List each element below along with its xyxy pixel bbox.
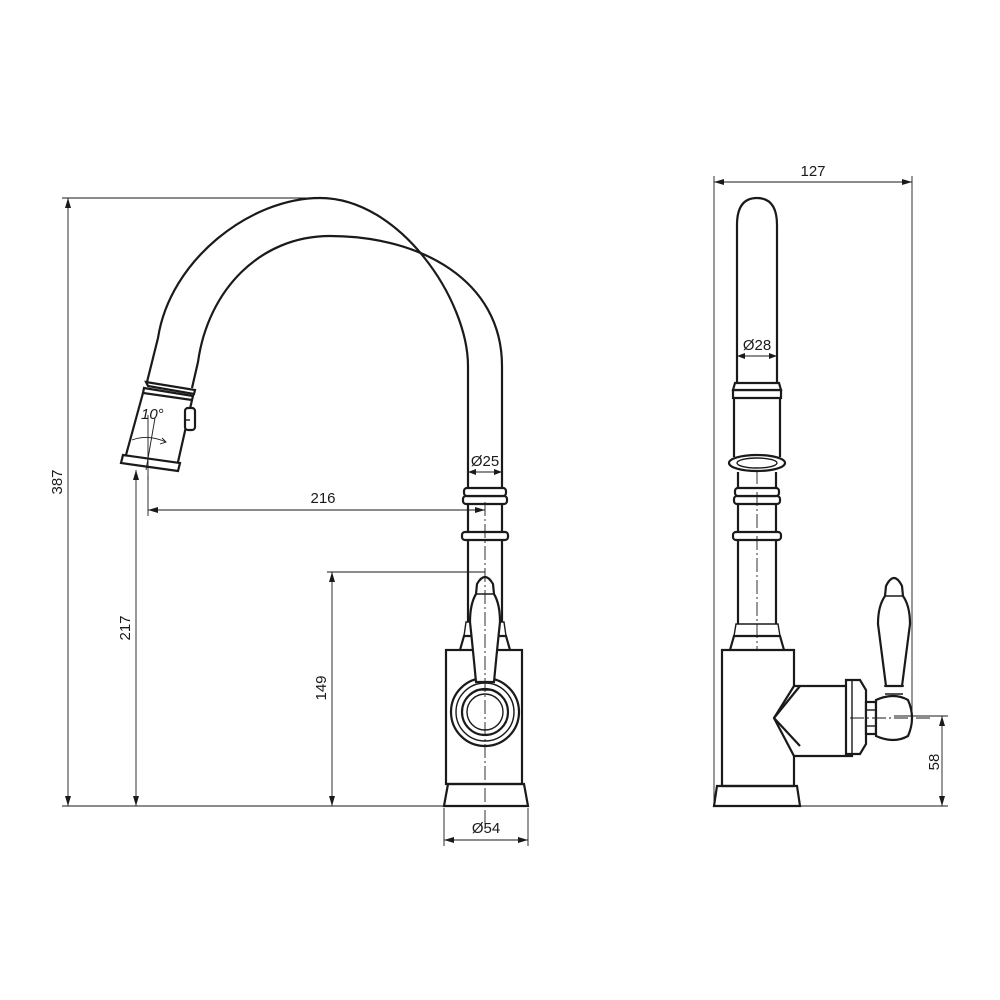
side-handle-connector <box>772 678 914 758</box>
front-spout <box>145 196 504 488</box>
dim-depth: 127 <box>800 163 825 180</box>
side-spray-head <box>727 381 787 473</box>
front-base <box>442 782 530 808</box>
side-dimensions: 127 Ø28 58 <box>713 163 948 807</box>
front-spray-head <box>119 380 197 473</box>
side-view <box>712 196 914 808</box>
side-lever-handle <box>876 576 912 695</box>
dim-spout-diameter: Ø25 <box>471 453 499 470</box>
dim-spout-height: 217 <box>117 615 134 640</box>
front-neck <box>458 486 512 651</box>
front-dimensions: 387 217 149 216 Ø25 Ø54 <box>49 197 529 846</box>
dim-reach: 216 <box>310 490 335 507</box>
dim-base-diameter: Ø54 <box>472 820 500 837</box>
swivel-angle-indicator: 10° <box>131 406 167 480</box>
dim-overall-height: 387 <box>49 469 66 494</box>
dim-head-diameter: Ø28 <box>743 337 771 354</box>
side-base <box>712 784 802 808</box>
side-spout <box>735 196 779 383</box>
dim-handle-height: 149 <box>313 675 330 700</box>
dim-handle-axis-height: 58 <box>926 754 943 771</box>
front-view: 10° <box>119 196 530 830</box>
side-body <box>720 648 796 786</box>
swivel-angle-label: 10° <box>141 406 164 423</box>
